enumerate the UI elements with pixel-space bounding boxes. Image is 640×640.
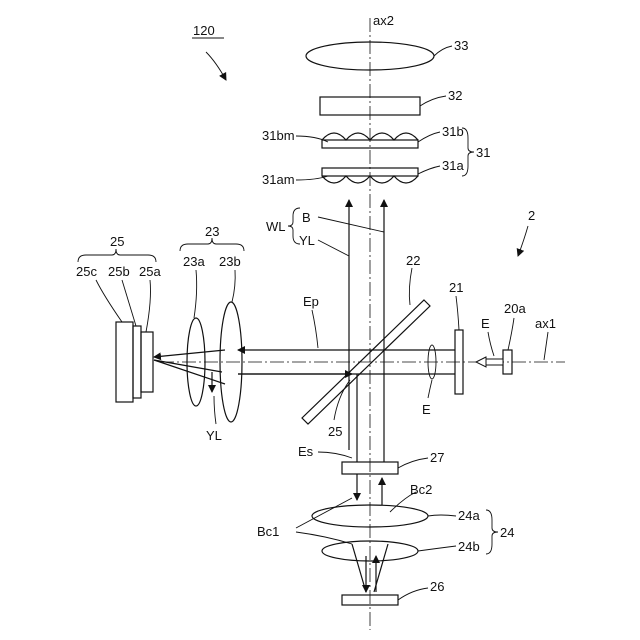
label-2: 2 [528,208,535,223]
label-24: 24 [500,525,514,540]
label-yl: YL [299,233,315,248]
leader-20a [508,318,514,350]
layer-25b [133,326,141,398]
leader-25b [122,280,136,326]
label-bc2: Bc2 [410,482,432,497]
label-23: 23 [205,224,219,239]
leader-24a [428,515,456,516]
ray-focus-3 [154,360,225,384]
label-yl-bottom: YL [206,428,222,443]
label-e-low: E [422,402,431,417]
label-ax1: ax1 [535,316,556,331]
label-31: 31 [476,145,490,160]
label-es: Es [298,444,314,459]
leader-33 [434,46,452,56]
label-21: 21 [449,280,463,295]
leader-b [318,217,384,232]
label-26: 26 [430,579,444,594]
label-31a: 31a [442,158,464,173]
leader-23b [232,270,235,302]
label-31am: 31am [262,172,295,187]
leader-31b [418,132,440,142]
brace-23 [180,238,244,251]
brace-25 [78,249,156,262]
substrate-25c [116,322,133,402]
leader-25c [96,280,122,322]
label-32: 32 [448,88,462,103]
label-25: 25 [110,234,124,249]
leader-yl [318,240,349,256]
leader-yl-bottom [214,396,216,424]
label-31bm: 31bm [262,128,295,143]
leader-ep [312,310,318,348]
label-24a: 24a [458,508,480,523]
arrow-e-hollow [476,357,486,367]
label-22: 22 [406,253,420,268]
brace-31 [462,128,474,176]
label-25c: 25c [76,264,97,279]
arrow-2 [518,226,528,256]
label-20a: 20a [504,301,526,316]
leader-27 [398,458,428,468]
leader-e-right [488,332,494,356]
ray-focus-1 [154,350,225,357]
label-b: B [302,210,311,225]
phosphor-25a [141,332,153,392]
arrow-120 [206,52,226,80]
label-24b: 24b [458,539,480,554]
leader-24b [418,546,456,551]
label-25-mid: 25 [328,424,342,439]
leader-31a [418,166,440,174]
label-25a: 25a [139,264,161,279]
label-23b: 23b [219,254,241,269]
label-ep: Ep [303,294,319,309]
leader-bc1-a [296,498,352,528]
label-ax2: ax2 [373,13,394,28]
leader-26 [398,588,428,600]
label-25b: 25b [108,264,130,279]
leader-25a [146,280,151,332]
brace-24 [486,510,498,554]
leader-es [318,452,352,458]
label-bc1: Bc1 [257,524,279,539]
leader-ax1 [544,332,548,360]
label-e-right: E [481,316,490,331]
leader-21 [456,296,459,330]
label-120: 120 [193,23,215,38]
label-23a: 23a [183,254,205,269]
label-27: 27 [430,450,444,465]
label-33: 33 [454,38,468,53]
leader-32 [420,96,446,106]
leader-23a [194,270,197,318]
leader-22 [409,268,412,305]
leader-e-low [428,380,432,398]
label-wl: WL [266,219,286,234]
arrow-e-shaft [486,359,503,365]
label-31b: 31b [442,124,464,139]
ray-24-left [352,544,366,592]
